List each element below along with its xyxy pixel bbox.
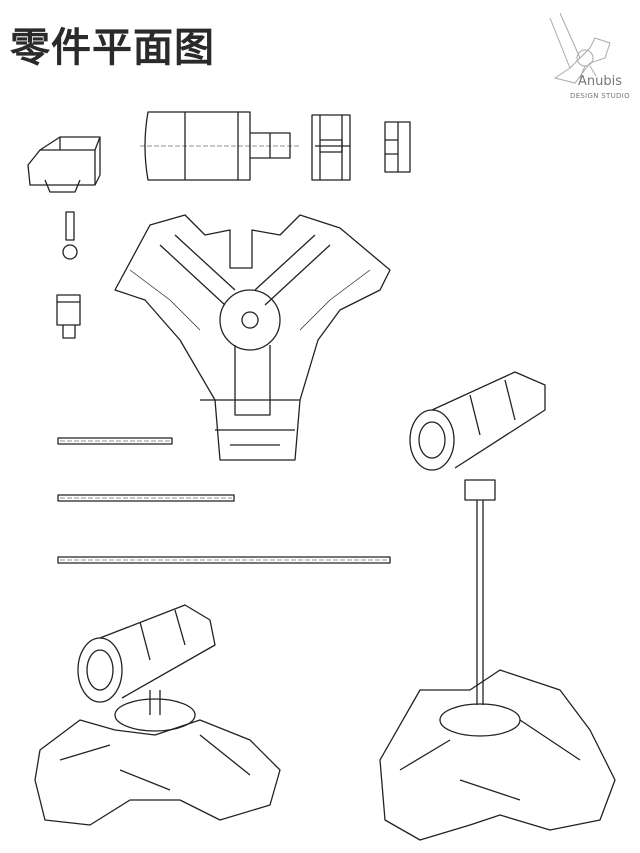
tri-base-top-view	[114, 214, 391, 461]
rod-medium	[57, 494, 235, 502]
clamp-part	[27, 136, 101, 193]
rod-short	[57, 437, 173, 445]
anubis-logo-icon	[549, 12, 611, 84]
bracket-part-2	[384, 121, 411, 173]
peg-part	[56, 294, 81, 339]
ball-pin-part	[62, 211, 78, 260]
assembled-tall-view	[379, 371, 616, 841]
bracket-part-1	[311, 114, 351, 181]
logo-text: Anubis	[578, 74, 623, 89]
cylinder-part	[140, 111, 300, 181]
logo-subtitle: DESIGN STUDIO	[570, 92, 630, 100]
assembled-low-view	[34, 604, 281, 826]
rod-long	[57, 556, 391, 564]
page-title: 零件平面图	[10, 25, 215, 71]
